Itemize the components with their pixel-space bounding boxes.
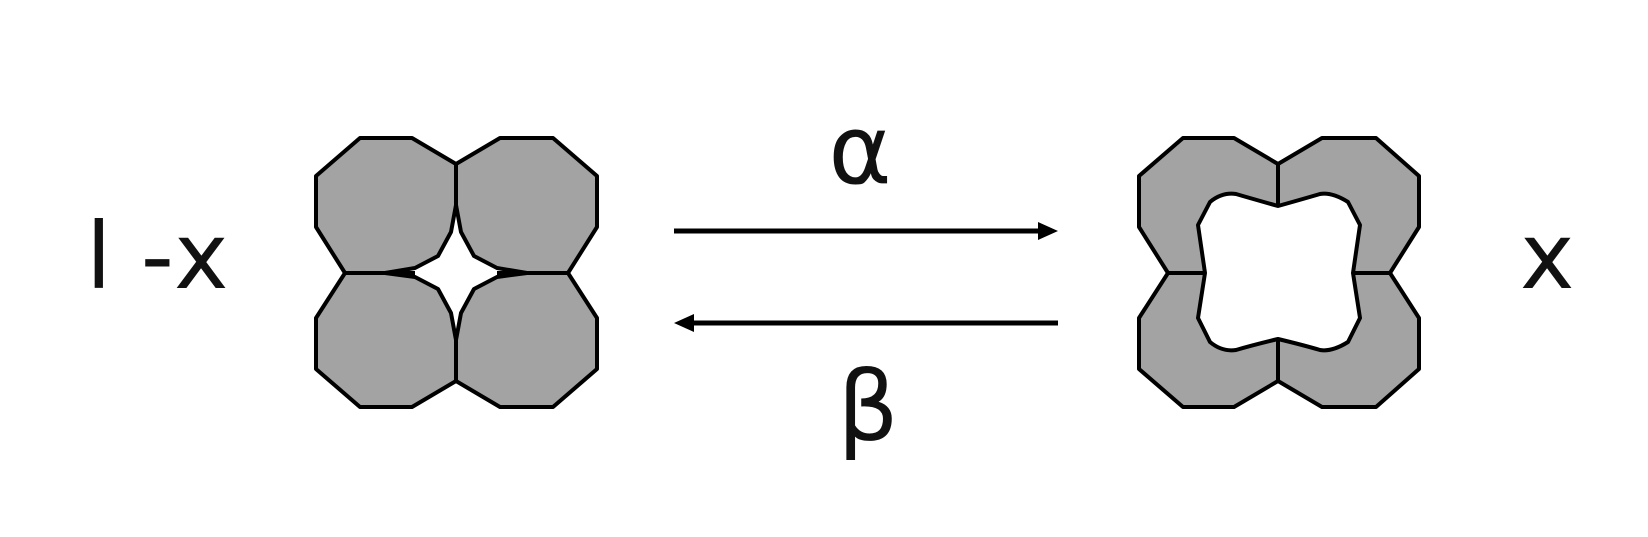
backward-rate-label: β — [837, 351, 898, 463]
closed-pore-shape — [314, 136, 599, 409]
forward-rate-label: α — [828, 94, 891, 206]
backward-transition-arrow — [674, 314, 1058, 332]
forward-arrowhead — [1038, 222, 1058, 240]
forward-transition-arrow — [674, 222, 1058, 240]
open-state-fraction-label: x — [1520, 203, 1574, 310]
backward-arrowhead — [674, 314, 694, 332]
open-pore-shape — [1137, 136, 1421, 409]
closed-state-fraction-label: l -x — [86, 203, 228, 310]
open-pore-central-opening — [1196, 191, 1362, 353]
